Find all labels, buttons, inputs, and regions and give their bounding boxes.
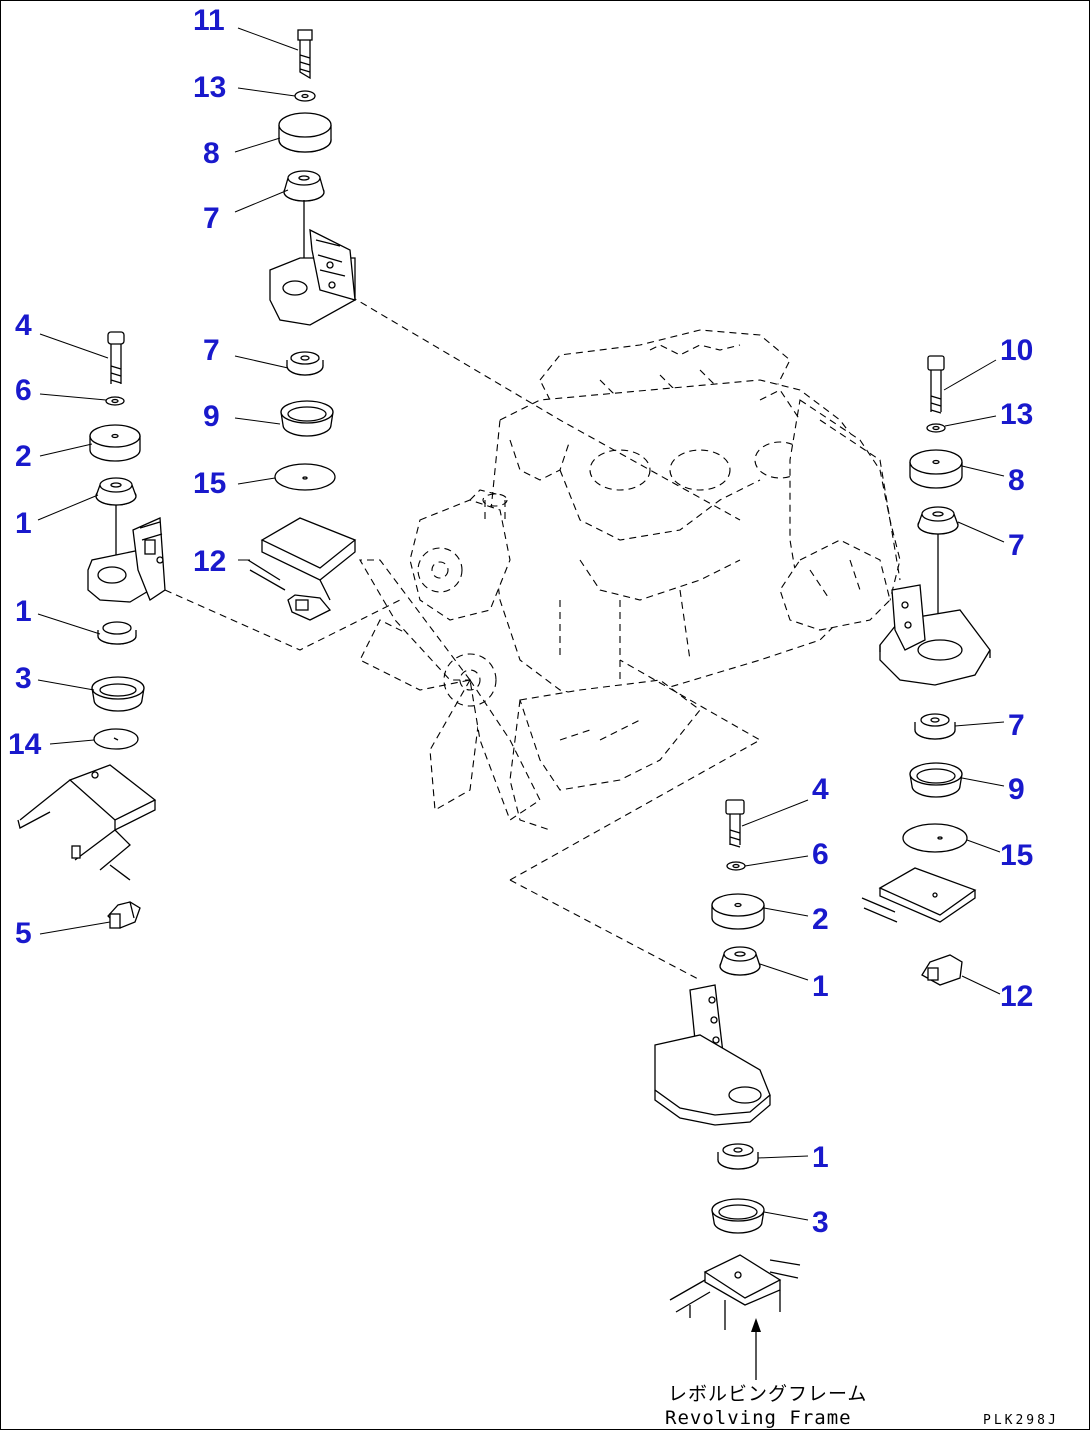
bolt-4-left — [107, 331, 125, 384]
callout-1: 1 — [15, 507, 32, 540]
right-mount-stack — [861, 355, 991, 986]
mount-reference-lines — [164, 289, 901, 981]
left-mount-stack — [17, 331, 166, 929]
callout-labels: 11 13 8 7 7 9 15 12 4 6 2 1 1 3 14 5 10 … — [8, 4, 1033, 1239]
cup-3-bottom — [711, 1198, 765, 1234]
cushion-1-left-lower — [97, 621, 137, 645]
callout-5: 5 — [15, 917, 32, 950]
callout-4: 4 — [15, 309, 32, 342]
cushion-1-bottom — [719, 946, 761, 976]
callout-14: 14 — [8, 728, 42, 761]
engine-bracket-left — [87, 517, 166, 603]
cushion-1-bottom-lower — [717, 1143, 759, 1170]
callout-4: 4 — [812, 773, 829, 806]
cup-3-left — [91, 676, 145, 712]
cup-9-right — [909, 762, 963, 798]
callout-6: 6 — [15, 374, 32, 407]
callout-7: 7 — [1008, 709, 1025, 742]
engine-block — [359, 329, 901, 831]
bolt-4-bottom — [725, 799, 745, 848]
callout-13: 13 — [193, 71, 226, 104]
callout-1: 1 — [812, 1141, 829, 1174]
spacer-2-bottom — [711, 893, 765, 930]
callout-2: 2 — [15, 440, 32, 473]
cushion-7-right — [917, 506, 959, 535]
engine-bracket-bottom — [654, 984, 771, 1126]
fan — [359, 559, 541, 821]
engine-bracket-top — [269, 228, 356, 326]
callout-7: 7 — [1008, 529, 1025, 562]
leader-lines — [37, 27, 1005, 1221]
clamp-5 — [107, 901, 141, 929]
callout-2: 2 — [812, 903, 829, 936]
callout-11: 11 — [193, 4, 225, 37]
caption-japanese: レボルビングフレーム — [668, 1383, 867, 1405]
spacer-2-left — [89, 424, 141, 462]
frame-support-bottom — [669, 1254, 801, 1330]
top-mount-stack — [247, 29, 357, 621]
bolt-10 — [927, 355, 945, 414]
callout-8: 8 — [1008, 464, 1025, 497]
callout-9: 9 — [203, 400, 220, 433]
cushion-7-top-lower — [286, 351, 324, 376]
figure-code: PLK298J — [983, 1413, 1059, 1428]
callout-7: 7 — [203, 334, 220, 367]
callout-10: 10 — [1000, 334, 1033, 367]
callout-7: 7 — [203, 202, 220, 235]
bottom-mount-stack — [654, 799, 801, 1380]
frame-bracket-12-top — [247, 517, 357, 621]
engine-bracket-right — [879, 584, 991, 686]
callout-13: 13 — [1000, 398, 1033, 431]
cushion-7-top — [283, 170, 325, 202]
bolt-11 — [297, 29, 313, 80]
callout-12: 12 — [193, 545, 226, 578]
caption-english: Revolving Frame — [665, 1407, 852, 1429]
callout-8: 8 — [203, 137, 220, 170]
callout-1: 1 — [15, 595, 32, 628]
callout-3: 3 — [812, 1206, 829, 1239]
frame-bracket-12-right — [861, 867, 977, 986]
callout-15: 15 — [193, 467, 226, 500]
callout-3: 3 — [15, 662, 32, 695]
cup-9-top — [280, 400, 334, 437]
cushion-1-left — [95, 477, 137, 506]
spacer-8-right — [909, 449, 963, 489]
cushion-7-right-lower — [914, 713, 956, 740]
spacer-8-top — [278, 112, 332, 153]
callout-1: 1 — [812, 970, 829, 1003]
callout-9: 9 — [1008, 773, 1025, 806]
callout-6: 6 — [812, 838, 829, 871]
frame-bracket-left — [17, 764, 157, 881]
callout-12: 12 — [1000, 980, 1033, 1013]
callout-15: 15 — [1000, 839, 1033, 872]
